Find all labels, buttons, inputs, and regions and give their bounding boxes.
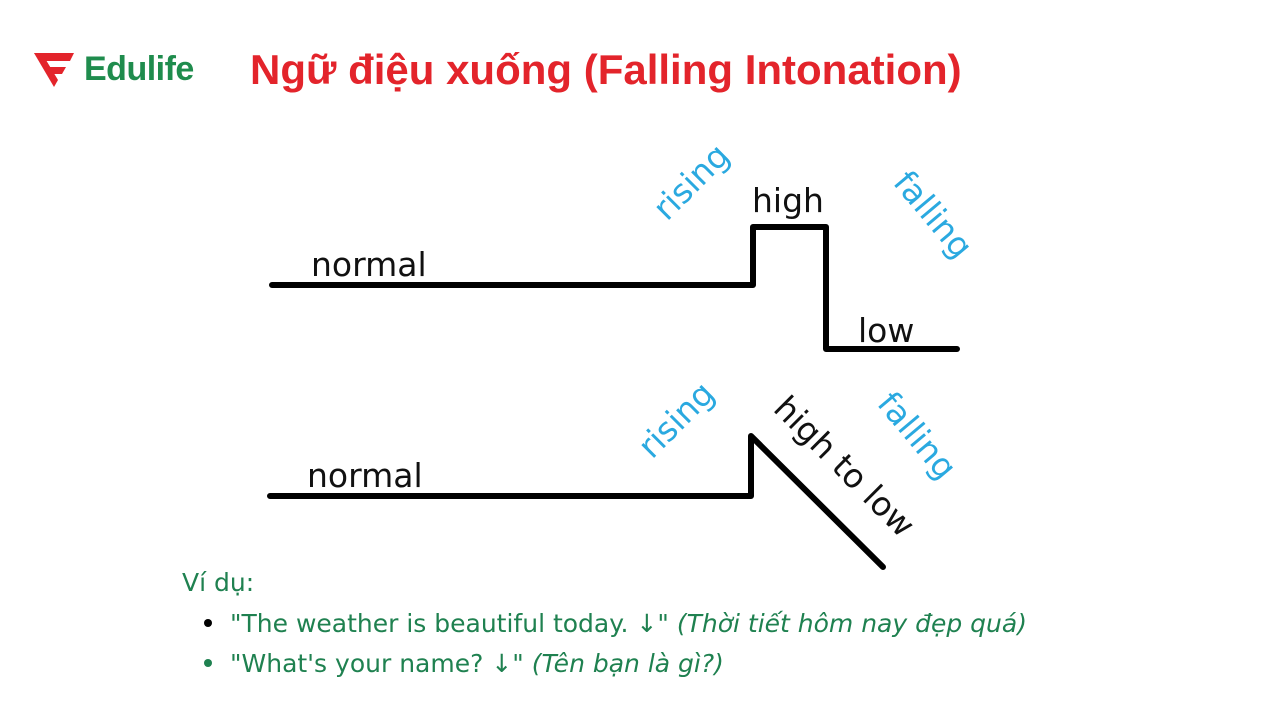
label-rising: rising: [630, 374, 722, 466]
example-english: "The weather is beautiful today. ↓": [230, 608, 669, 638]
pitch-line-top: [269, 224, 960, 352]
label-low: low: [858, 311, 914, 350]
diagram-glide-falling: normal rising high to low falling: [267, 374, 965, 570]
page-title: Ngữ điệu xuống (Falling Intonation): [250, 46, 962, 93]
bullet-icon: [204, 659, 212, 667]
label-falling: falling: [886, 163, 981, 266]
label-high: high: [752, 181, 824, 220]
examples-section: Ví dụ: "The weather is beautiful today. …: [182, 568, 1027, 683]
example-english: "What's your name? ↓": [230, 648, 524, 678]
logo-text: Edulife: [84, 50, 194, 88]
example-vietnamese: (Thời tiết hôm nay đẹp quá): [676, 608, 1027, 638]
example-item: "The weather is beautiful today. ↓" (Thờ…: [204, 603, 1027, 643]
label-normal: normal: [307, 456, 423, 495]
label-falling: falling: [870, 384, 965, 487]
example-item: "What's your name? ↓" (Tên bạn là gì?): [204, 643, 1027, 683]
pitch-line-bottom: [267, 433, 886, 570]
examples-heading: Ví dụ:: [182, 568, 255, 597]
label-normal: normal: [311, 245, 427, 284]
edulife-logo-icon: [34, 52, 74, 87]
bullet-icon: [204, 619, 212, 627]
edulife-logo: Edulife: [32, 50, 194, 89]
examples-list: "The weather is beautiful today. ↓" (Thờ…: [182, 603, 1027, 683]
example-vietnamese: (Tên bạn là gì?): [531, 648, 724, 678]
diagram-step-falling: normal high low rising falling: [269, 136, 981, 352]
label-rising: rising: [645, 136, 737, 228]
